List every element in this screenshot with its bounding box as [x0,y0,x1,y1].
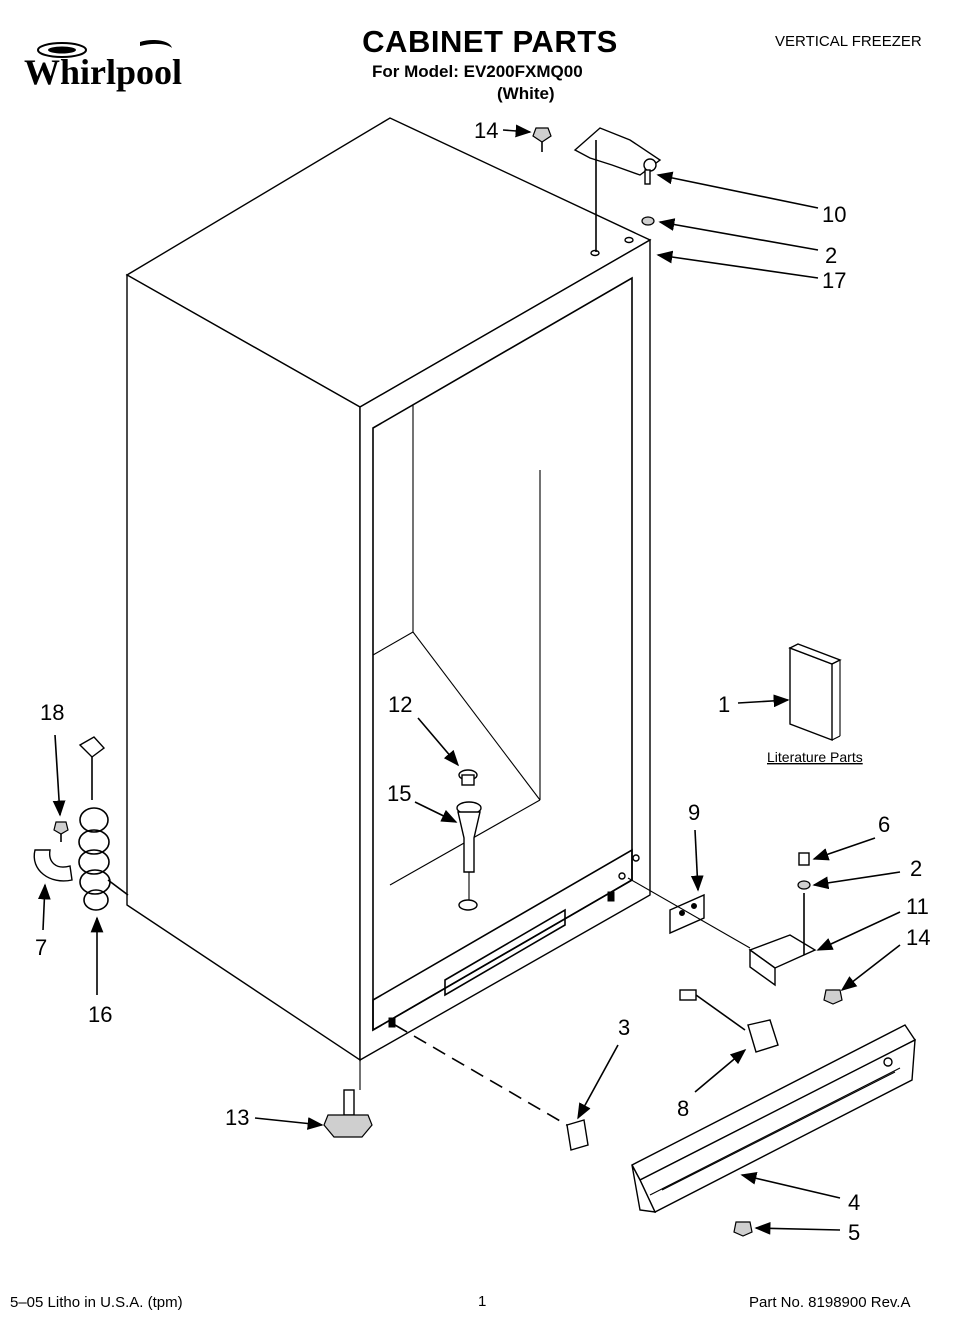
screw-icon [823,989,843,1005]
callout-labels: 14 10 2 17 1 Literature Parts 12 15 18 7… [35,118,930,1245]
freezer-cabinet [125,117,652,1090]
literature-parts-label: Literature Parts [767,749,863,765]
part-number: Part No. 8198900 Rev.A [749,1294,911,1311]
callout-8: 8 [677,1096,689,1121]
callout-5: 5 [848,1220,860,1245]
power-cord-assembly [33,736,129,911]
literature-booklet [788,643,842,742]
callout-16: 16 [88,1002,112,1027]
print-info: 5–05 Litho in U.S.A. (tpm) [10,1294,183,1311]
callout-11: 11 [906,894,929,919]
page-title: CABINET PARTS [362,24,618,59]
callout-15: 15 [387,781,411,806]
callout-14-lower: 14 [906,925,930,950]
screw-icon [53,821,69,842]
callout-12: 12 [388,692,412,717]
callout-10: 10 [822,202,846,227]
callout-2: 2 [825,243,837,268]
product-category: VERTICAL FREEZER [775,33,922,50]
model-number: For Model: EV200FXMQ00 [372,62,583,81]
drain-plug-and-tube [456,769,482,911]
screw-icon [532,127,552,152]
callout-7: 7 [35,935,47,960]
base-grille [631,1024,917,1237]
leveling-leg [323,1089,373,1138]
model-color: (White) [497,84,555,103]
top-hinge-assembly [532,127,662,252]
grille-clip [394,1024,589,1151]
callout-1: 1 [718,692,730,717]
screw-icon [733,1221,753,1237]
page-number: 1 [478,1293,487,1310]
whirlpool-logo: Whirlpool [24,40,182,92]
callout-18: 18 [40,700,64,725]
leader-lines [37,124,901,1235]
brand-wordmark: Whirlpool [24,52,182,92]
wire-harness [679,989,779,1053]
bottom-hinge-assembly [748,852,843,1005]
callout-17: 17 [822,268,846,293]
callout-3: 3 [618,1015,630,1040]
callout-9: 9 [688,800,700,825]
callout-13: 13 [225,1105,249,1130]
callout-4: 4 [848,1190,860,1215]
mounting-bracket [627,877,751,949]
callout-6: 6 [878,812,890,837]
callout-14: 14 [474,118,498,143]
callout-2-lower: 2 [910,856,922,881]
